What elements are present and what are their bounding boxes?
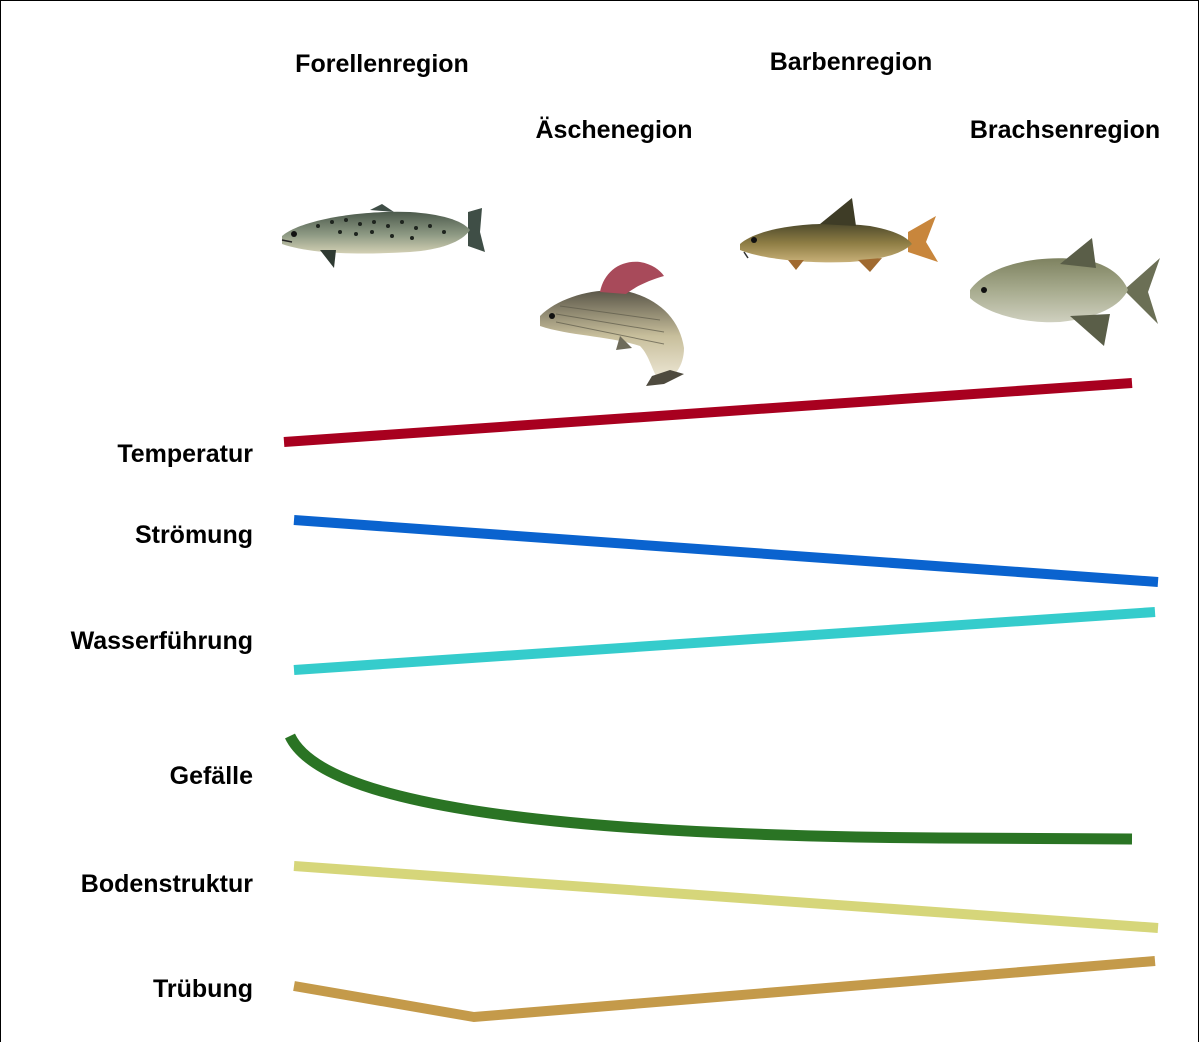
- wasserfuehrung-line: [294, 612, 1155, 670]
- bream-image: [970, 238, 1160, 346]
- trout-image: [282, 204, 485, 268]
- barbel-image: [740, 198, 938, 272]
- grayling-image: [540, 262, 684, 386]
- bodenstruktur-line: [294, 866, 1158, 928]
- truebung-line: [294, 961, 1155, 1017]
- stroemung-line: [294, 520, 1158, 582]
- gefaelle-curve: [290, 736, 1132, 839]
- temperatur-line: [284, 383, 1132, 442]
